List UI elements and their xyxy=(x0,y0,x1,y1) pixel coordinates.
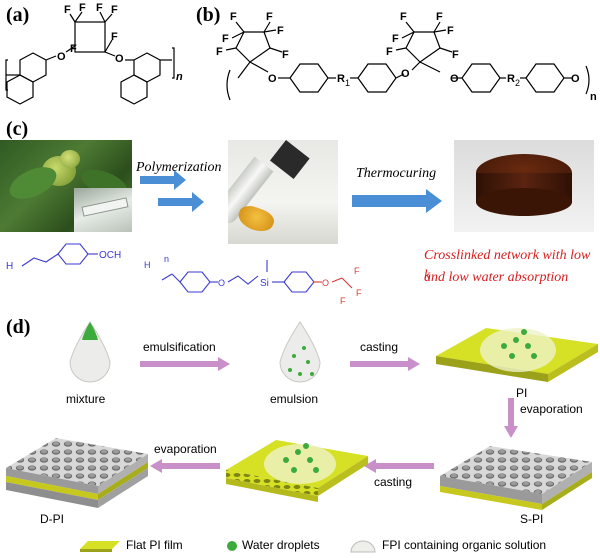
crosslinked-caption-2: and low water absorption xyxy=(424,270,569,285)
structure-a-F4: F xyxy=(96,2,103,14)
emulsification-label: emulsification xyxy=(143,340,216,354)
casting-arrow-1 xyxy=(350,357,420,371)
casting-arrow-2 xyxy=(364,459,434,473)
evaporation-label-2: evaporation xyxy=(154,442,217,456)
structure-b-R1-sub: 1 xyxy=(345,78,350,88)
monomer-H3C: H xyxy=(6,261,13,272)
polymer-structure: H n O Si O F F F xyxy=(144,254,362,306)
panel-label-b: (b) xyxy=(196,4,221,26)
structure-b-F12: F xyxy=(452,49,459,61)
structure-a-F2: F xyxy=(64,4,71,16)
water-droplet-swatch xyxy=(227,541,237,551)
legend: Flat PI film Water droplets FPI containi… xyxy=(80,536,600,556)
structure-a-F3: F xyxy=(79,2,86,14)
polymer-F2: F xyxy=(356,288,362,298)
legend-water: Water droplets xyxy=(242,538,320,552)
pi-label: PI xyxy=(516,386,528,400)
thermocuring-arrow xyxy=(352,189,442,213)
structure-a-O1: O xyxy=(57,51,66,63)
emulsion-drop xyxy=(279,321,321,383)
crosslinked-caption-1: Crosslinked network with low k xyxy=(424,248,591,283)
casting-label-1: casting xyxy=(360,340,399,354)
structure-b-F10: F xyxy=(447,25,454,37)
structure-b-F6: F xyxy=(282,49,289,61)
structure-b-F3: F xyxy=(266,11,273,23)
polymer-F1: F xyxy=(354,266,360,276)
plant-photo xyxy=(0,140,132,232)
casting-label-2: casting xyxy=(374,475,413,489)
evaporation-arrow-1 xyxy=(504,398,518,438)
s-pi-film xyxy=(440,446,592,510)
structure-b-F5: F xyxy=(216,46,223,58)
coated-s-pi-film xyxy=(226,440,368,502)
structure-b-F8: F xyxy=(392,33,399,45)
emulsion-label: emulsion xyxy=(270,392,319,406)
polymer-Si: Si xyxy=(260,278,269,289)
structure-b-O3: O xyxy=(450,73,459,85)
structure-a-F6: F xyxy=(111,31,118,43)
structure-b-F7: F xyxy=(400,11,407,23)
d-pi-film xyxy=(6,438,148,508)
structure-b-F2: F xyxy=(222,33,229,45)
structure-a-F1: F xyxy=(70,43,77,55)
emulsification-arrow xyxy=(140,357,230,371)
s-pi-label: S-PI xyxy=(520,512,544,526)
structure-b-O2: O xyxy=(401,68,410,80)
mixture-label: mixture xyxy=(66,392,106,406)
panel-label-d: (d) xyxy=(6,316,31,338)
panel-label-c: (c) xyxy=(6,118,29,140)
thermocuring-label: Thermocuring xyxy=(356,166,437,181)
tube-photo xyxy=(228,140,338,244)
pi-film xyxy=(436,328,598,382)
evaporation-arrow-2 xyxy=(150,459,220,473)
polymer-H3C: H xyxy=(144,260,151,270)
panel-label-a: (a) xyxy=(6,4,30,26)
polymerization-arrows xyxy=(140,170,204,212)
structure-b-F9: F xyxy=(436,11,443,23)
d-pi-label: D-PI xyxy=(40,512,64,526)
monomer-OCH3: OCH xyxy=(99,250,121,261)
polymerization-label: Polymerization xyxy=(136,160,222,175)
structure-a: F F F F F F O O n xyxy=(5,2,183,105)
structure-b-R2-sub: 2 xyxy=(515,78,520,88)
legend-flat-film: Flat PI film xyxy=(126,538,183,552)
structure-b: F F F F F F F F F F F F O O O O R 1 R 2 … xyxy=(216,11,597,103)
structure-b-O1: O xyxy=(268,73,277,85)
fpi-solution-swatch xyxy=(350,540,376,553)
structure-a-O2: O xyxy=(115,53,124,65)
structure-b-F1: F xyxy=(230,11,237,23)
structure-b-R2: R xyxy=(507,73,515,85)
mixture-drop xyxy=(69,321,111,383)
structure-a-n: n xyxy=(176,71,183,83)
polymer-n: n xyxy=(164,254,169,264)
legend-fpi: FPI containing organic solution xyxy=(382,538,547,552)
flat-film-swatch xyxy=(80,541,120,552)
polymer-F3: F xyxy=(340,296,346,306)
structure-b-n: n xyxy=(590,91,597,103)
structure-b-F4: F xyxy=(277,25,284,37)
structure-b-O4: O xyxy=(571,73,580,85)
polymer-O2: O xyxy=(322,278,329,288)
structure-a-F5: F xyxy=(111,4,118,16)
monomer-structure: H OCH xyxy=(6,243,121,272)
disc-photo xyxy=(454,140,594,232)
structure-b-F11: F xyxy=(386,46,393,58)
structure-b-R1: R xyxy=(337,73,345,85)
evaporation-label-1: evaporation xyxy=(520,402,583,416)
polymer-O1: O xyxy=(218,278,225,288)
